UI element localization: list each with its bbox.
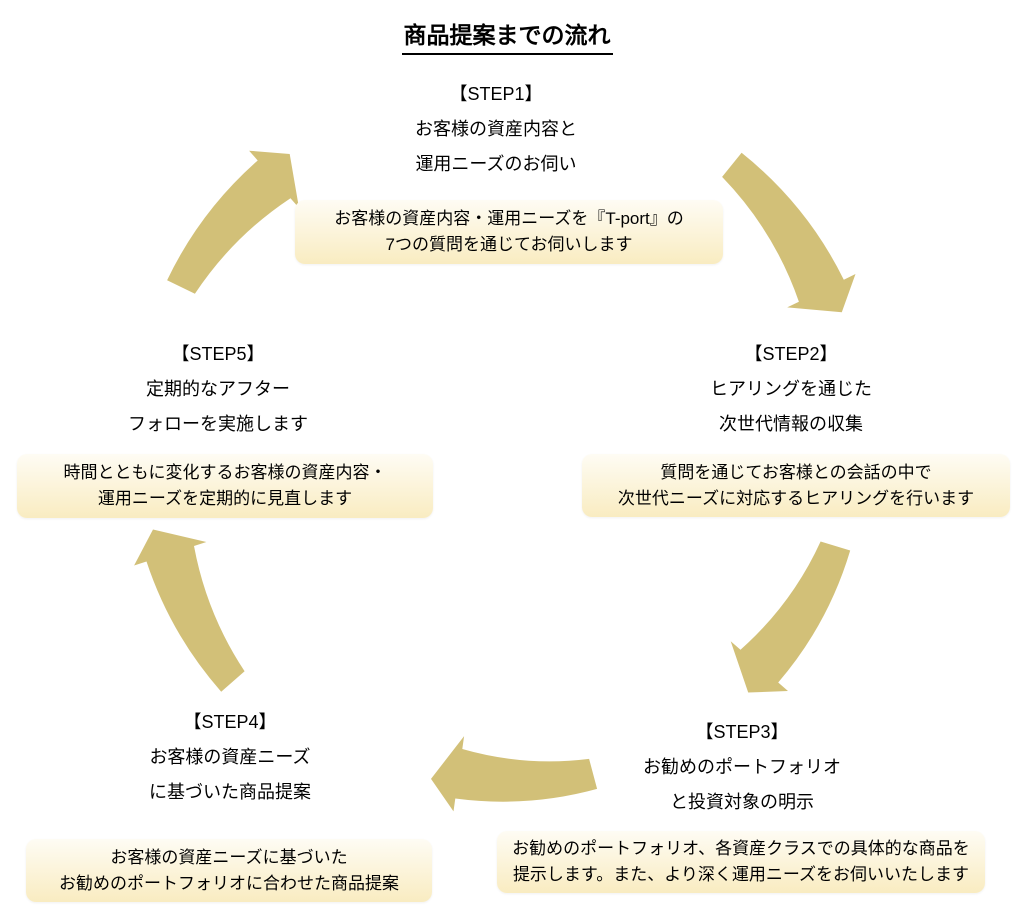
arrow-step3-to-step4 [431,736,598,812]
step4-note-box: お客様の資産ニーズに基づいた お勧めのポートフォリオに合わせた商品提案 [26,839,432,902]
step2-heading: 【STEP2】 ヒアリングを通じた 次世代情報の収集 [710,344,872,434]
step1-note-box: お客様の資産内容・運用ニーズを『T-port』の 7つの質問を通じてお伺いします [295,200,723,264]
step4-heading: 【STEP4】 お客様の資産ニーズ に基づいた商品提案 [149,712,311,802]
step5-note-box: 時間とともに変化するお客様の資産内容・ 運用ニーズを定期的に見直します [17,454,433,518]
arrow-step2-to-step3 [730,541,851,693]
arrow-step4-to-step5 [134,529,245,692]
arrow-step1-to-step2 [722,152,856,313]
step5-heading: 【STEP5】 定期的なアフター フォローを実施します [128,344,308,434]
step3-heading: 【STEP3】 お勧めのポートフォリオ と投資対象の明示 [643,722,841,812]
page-title: 商品提案までの流れ [0,16,1014,55]
arrow-step5-to-step1 [167,150,299,294]
page-title-text: 商品提案までの流れ [401,16,613,55]
step2-note-box: 質問を通じてお客様との会話の中で 次世代ニーズに対応するヒアリングを行います [582,454,1010,517]
step1-heading: 【STEP1】 お客様の資産内容と 運用ニーズのお伺い [415,84,577,174]
step3-note-box: お勧めのポートフォリオ、各資産クラスでの具体的な商品を 提示します。また、より深… [497,831,985,893]
